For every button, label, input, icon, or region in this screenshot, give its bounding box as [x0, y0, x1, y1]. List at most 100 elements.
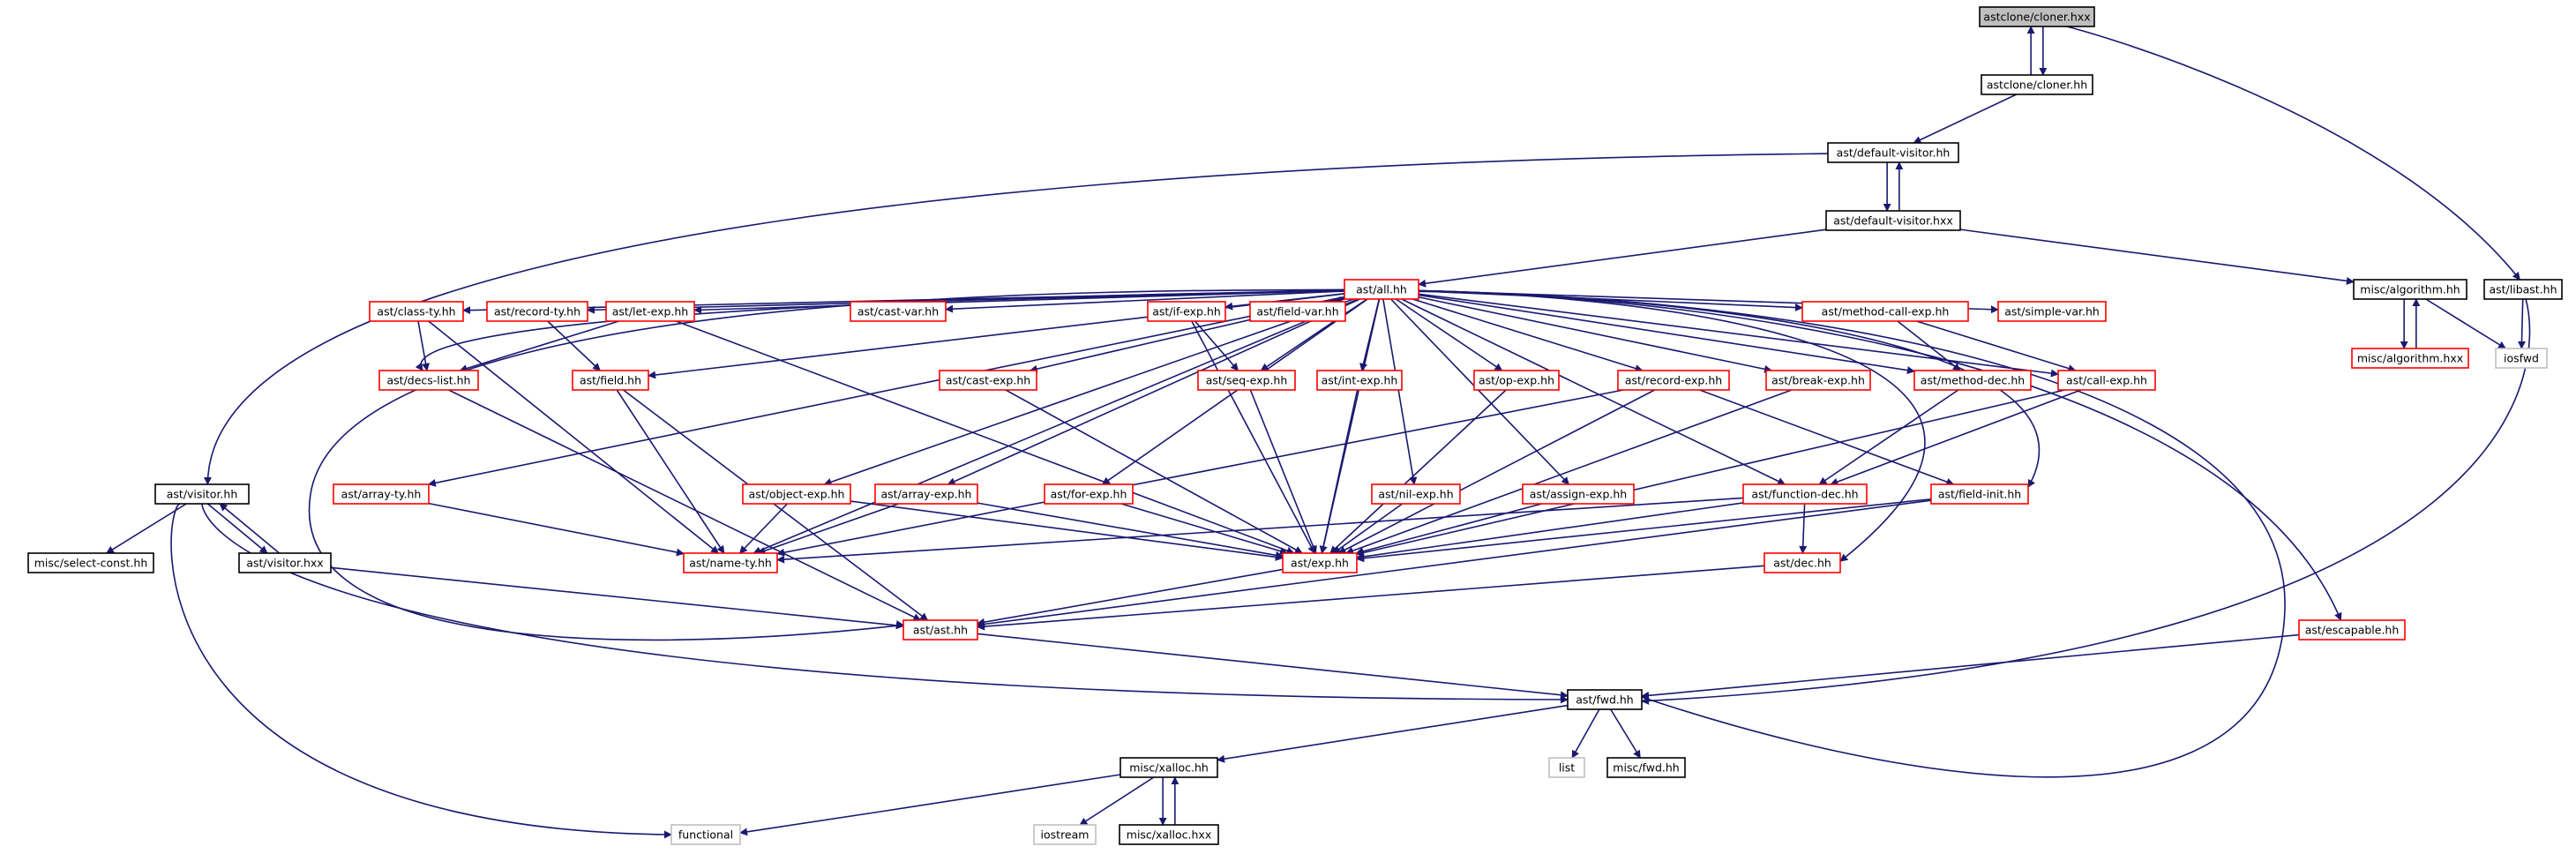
node-op-exp[interactable]: ast/op-exp.hh: [1473, 370, 1560, 391]
node-label: misc/xalloc.hxx: [1127, 828, 1211, 842]
node-defvis-hxx[interactable]: ast/default-visitor.hxx: [1825, 210, 1961, 231]
node-label: ast/int-exp.hh: [1322, 374, 1398, 387]
edge-all_hh-to-object_exp: [823, 298, 1354, 486]
node-ast-hh[interactable]: ast/ast.hh: [902, 619, 978, 640]
node-label: ast/class-ty.hh: [377, 305, 455, 318]
edge-all_hh-to-field_hh: [648, 293, 1345, 379]
node-cloner-hh[interactable]: astclone/cloner.hh: [1981, 74, 2093, 95]
node-box: [670, 824, 741, 845]
node-label: ast/let-exp.hh: [612, 305, 688, 318]
edge-ast_hh-to-fwd_hh: [977, 633, 1569, 700]
edge-let_exp-to-exp_hh: [676, 320, 1295, 555]
node-let-exp[interactable]: ast/let-exp.hh: [605, 301, 695, 322]
edge-if_exp-to-exp_hh: [1191, 320, 1315, 554]
node-method-dec[interactable]: ast/method-dec.hh: [1913, 370, 2032, 391]
node-algo-hxx[interactable]: misc/algorithm.hxx: [2351, 348, 2469, 369]
edge-escapable-to-fwd_hh: [1641, 633, 2300, 700]
node-nil-exp[interactable]: ast/nil-exp.hh: [1371, 483, 1461, 505]
node-label: ast/field-var.hh: [1256, 305, 1338, 318]
node-label: ast/method-call-exp.hh: [1822, 305, 1950, 318]
edge-all_hh-to-function_dec: [1401, 298, 1786, 485]
node-all-hh[interactable]: ast/all.hh: [1344, 279, 1419, 300]
node-label: ast/visitor.hh: [167, 488, 238, 501]
node-libast-hh[interactable]: ast/libast.hh: [2483, 279, 2563, 300]
node-dec-hh[interactable]: ast/dec.hh: [1764, 552, 1841, 573]
edge-visitor_hh-to-functional: [170, 503, 672, 839]
node-box: [1742, 483, 1868, 505]
node-record-exp[interactable]: ast/record-exp.hh: [1617, 370, 1730, 391]
node-box: [605, 301, 695, 322]
node-misc-fwd[interactable]: misc/fwd.hh: [1606, 757, 1686, 778]
node-visitor-hxx[interactable]: ast/visitor.hxx: [238, 552, 332, 573]
node-field-var[interactable]: ast/field-var.hh: [1249, 301, 1346, 322]
node-label: ast/all.hh: [1356, 283, 1407, 296]
node-box: [1120, 757, 1218, 778]
node-label: ast/function-dec.hh: [1751, 488, 1858, 501]
node-array-exp[interactable]: ast/array-exp.hh: [874, 483, 978, 505]
edge-all_hh-to-escapable: [1418, 289, 2342, 621]
edge-array_ty-to-name_ty: [428, 502, 685, 557]
node-box: [1825, 210, 1961, 231]
node-box: [1147, 301, 1226, 322]
node-class-ty[interactable]: ast/class-ty.hh: [369, 301, 464, 322]
node-box: [486, 301, 588, 322]
node-int-exp[interactable]: ast/int-exp.hh: [1316, 370, 1403, 391]
node-break-exp[interactable]: ast/break-exp.hh: [1765, 370, 1871, 391]
node-box: [1567, 689, 1643, 710]
node-cloner-hxx[interactable]: astclone/cloner.hxx: [1979, 6, 2095, 27]
node-function-dec[interactable]: ast/function-dec.hh: [1742, 483, 1868, 505]
edge-libast_hh-to-iosfwd: [2517, 298, 2526, 349]
edge-field_hh-to-ast_hh: [623, 389, 929, 621]
node-defvis-hh[interactable]: ast/default-visitor.hh: [1827, 142, 1959, 163]
edge-defvis_hh-to-visitor_hh: [203, 153, 1829, 485]
node-functional: functional: [670, 824, 741, 845]
node-label: ast/fwd.hh: [1576, 693, 1633, 707]
node-cast-exp[interactable]: ast/cast-exp.hh: [939, 370, 1037, 391]
node-name-ty[interactable]: ast/name-ty.hh: [683, 552, 778, 573]
edge-object_exp-to-name_ty: [738, 503, 788, 554]
node-exp-hh[interactable]: ast/exp.hh: [1282, 552, 1358, 573]
node-visitor-hh[interactable]: ast/visitor.hh: [154, 483, 250, 505]
node-select-const[interactable]: misc/select-const.hh: [27, 552, 154, 573]
node-box: [238, 552, 332, 573]
node-field-init[interactable]: ast/field-init.hh: [1930, 483, 2029, 505]
node-mcall-exp[interactable]: ast/method-call-exp.hh: [1801, 301, 1969, 322]
node-escapable[interactable]: ast/escapable.hh: [2298, 619, 2406, 640]
node-assign-exp[interactable]: ast/assign-exp.hh: [1522, 483, 1635, 505]
node-label: ast/name-ty.hh: [689, 557, 772, 570]
node-label: iosfwd: [2504, 352, 2539, 365]
node-record-ty[interactable]: ast/record-ty.hh: [486, 301, 588, 322]
node-label: ast/break-exp.hh: [1771, 374, 1865, 387]
edge-call_exp-to-function_dec: [1830, 389, 2082, 486]
edge-layer: [106, 26, 2531, 839]
node-algo-hh[interactable]: misc/algorithm.hh: [2353, 279, 2467, 300]
node-box: [1548, 757, 1585, 778]
edge-field_hh-to-name_ty: [616, 389, 725, 554]
node-call-exp[interactable]: ast/call-exp.hh: [2057, 370, 2156, 391]
node-fwd-hh[interactable]: ast/fwd.hh: [1567, 689, 1643, 710]
node-if-exp[interactable]: ast/if-exp.hh: [1147, 301, 1226, 322]
node-decs-list[interactable]: ast/decs-list.hh: [378, 370, 479, 391]
node-field-hh[interactable]: ast/field.hh: [572, 370, 649, 391]
node-label: ast/visitor.hxx: [246, 557, 323, 570]
node-box: [1316, 370, 1403, 391]
node-xalloc-hh[interactable]: misc/xalloc.hh: [1120, 757, 1218, 778]
edge-all_hh-to-nil_exp: [1382, 298, 1418, 485]
edge-xalloc_hh-to-functional: [739, 774, 1121, 836]
node-label: ast/nil-exp.hh: [1378, 488, 1453, 501]
node-simple-var[interactable]: ast/simple-var.hh: [1997, 301, 2107, 322]
node-xalloc-hxx[interactable]: misc/xalloc.hxx: [1119, 824, 1219, 845]
edge-call_exp-to-exp_hh: [1356, 389, 2065, 557]
node-label: ast/assign-exp.hh: [1530, 488, 1627, 501]
node-array-ty[interactable]: ast/array-ty.hh: [333, 483, 430, 505]
edge-fwd_hh-to-xalloc_hh: [1217, 704, 1569, 763]
edge-cast_exp-to-exp_hh: [1005, 389, 1303, 554]
node-seq-exp[interactable]: ast/seq-exp.hh: [1197, 370, 1296, 391]
edge-all_hh-to-for_exp: [1102, 298, 1368, 485]
node-label: ast/field.hh: [580, 374, 641, 387]
node-cast-var[interactable]: ast/cast-var.hh: [850, 301, 947, 322]
node-object-exp[interactable]: ast/object-exp.hh: [742, 483, 851, 505]
node-for-exp[interactable]: ast/for-exp.hh: [1044, 483, 1134, 505]
edge-mcall_exp-to-call_exp: [1916, 320, 2077, 372]
edge-function_dec-to-name_ty: [776, 497, 1744, 564]
